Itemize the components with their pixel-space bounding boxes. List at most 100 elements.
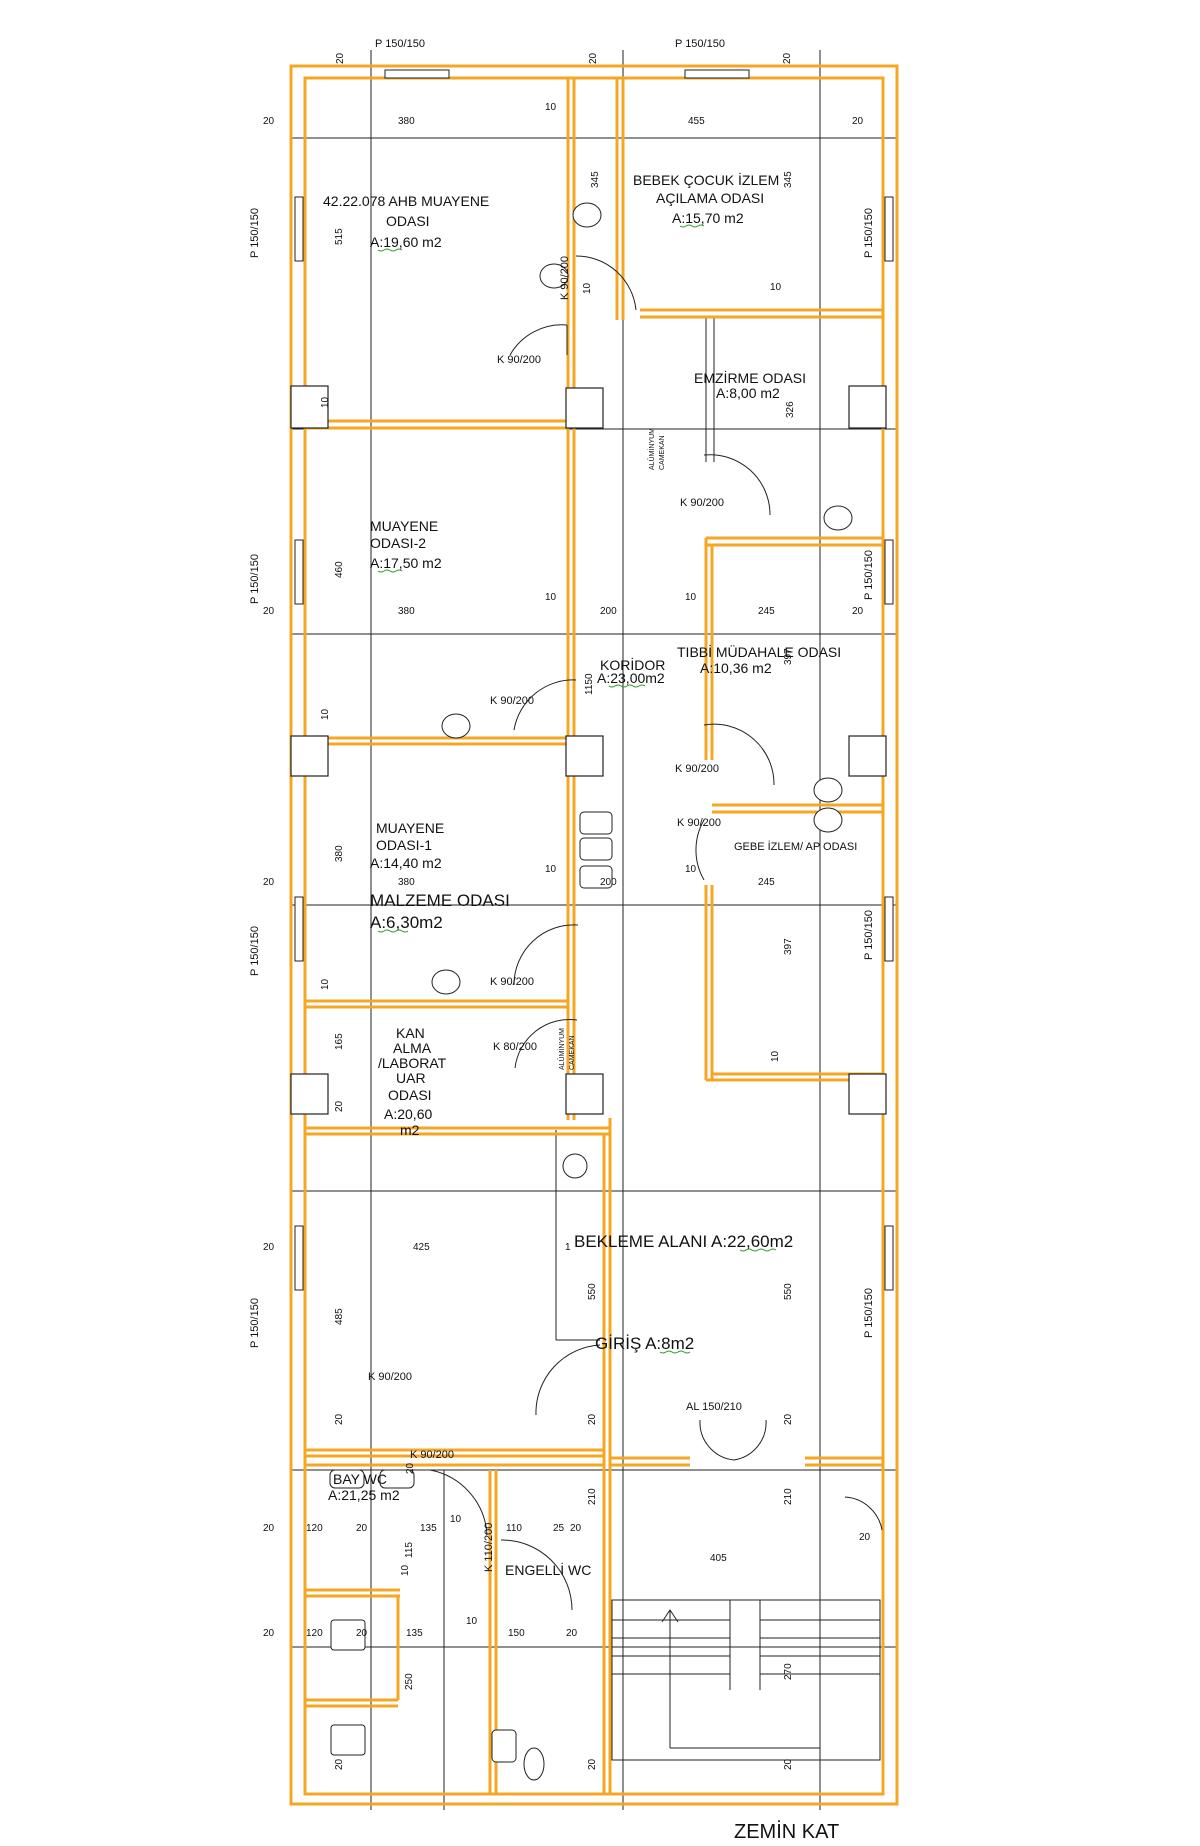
ahb-room-area: A:19,60 m2 bbox=[370, 234, 442, 250]
malzeme-room-name: MALZEME ODASI bbox=[370, 891, 510, 910]
dim-105: 20 bbox=[405, 1462, 416, 1474]
dim-165: 165 bbox=[334, 1033, 345, 1050]
dim-425: 425 bbox=[413, 1242, 430, 1253]
dim-210-b: 210 bbox=[783, 1488, 794, 1505]
room-labels: 42.22.078 AHB MUAYENE ODASI A:19,60 m2 B… bbox=[323, 171, 857, 1843]
ahb-room-name: 42.22.078 AHB MUAYENE bbox=[323, 193, 489, 209]
window-openings bbox=[294, 69, 894, 1291]
dim-10-c: 10 bbox=[770, 282, 782, 293]
dim-10-a: 10 bbox=[545, 102, 557, 113]
dim-20-q: 20 bbox=[859, 1532, 871, 1543]
dim-20-a: 20 bbox=[335, 52, 346, 64]
door-label-6: K 90/200 bbox=[677, 817, 721, 829]
tibbi-room-name: TIBBİ MÜDAHALE ODASI bbox=[677, 643, 841, 660]
dim-1: 1 bbox=[565, 1242, 571, 1253]
window-label-top-right: P 150/150 bbox=[675, 38, 725, 50]
giris-area-name: GİRİŞ A:8m2 bbox=[595, 1334, 694, 1353]
door-label-11: K 110/200 bbox=[483, 1523, 495, 1572]
dim-200-a: 200 bbox=[600, 606, 617, 617]
dim-20-t: 20 bbox=[566, 1628, 578, 1639]
muayene2-room-name: MUAYENE bbox=[370, 518, 438, 534]
window-label-left-2: P 150/150 bbox=[249, 554, 261, 604]
dim-20-s: 20 bbox=[356, 1628, 368, 1639]
dim-345-b: 345 bbox=[783, 171, 794, 188]
dim-245-b: 245 bbox=[758, 877, 775, 888]
dim-150: 150 bbox=[508, 1628, 525, 1639]
area-underlines bbox=[377, 224, 777, 1354]
bebek-room-name: BEBEK ÇOCUK İZLEM bbox=[633, 171, 779, 188]
gebe-room-name: GEBE İZLEM/ AP ODASI bbox=[734, 840, 857, 853]
baywc-room-area: A:21,25 m2 bbox=[328, 1487, 400, 1503]
dim-10-l: 10 bbox=[450, 1514, 462, 1525]
dim-10-n: 10 bbox=[466, 1616, 478, 1627]
kan-room-line4: UAR bbox=[396, 1070, 426, 1086]
dim-10-h: 10 bbox=[545, 864, 557, 875]
dim-10-d: 10 bbox=[320, 396, 331, 408]
muayene1-room-name: MUAYENE bbox=[376, 820, 444, 836]
dim-135-a: 135 bbox=[420, 1523, 437, 1534]
dim-10-m: 10 bbox=[400, 1564, 411, 1576]
door-label-9: K 90/200 bbox=[368, 1371, 412, 1383]
dim-10-g: 10 bbox=[320, 708, 331, 720]
dim-397-b: 397 bbox=[783, 938, 794, 955]
bebek-room-area: A:15,70 m2 bbox=[672, 210, 744, 226]
ahb-room-name-2: ODASI bbox=[386, 213, 430, 229]
emzirme-room-area: A:8,00 m2 bbox=[716, 385, 780, 401]
dim-20-b: 20 bbox=[588, 52, 599, 64]
door-label-8: K 80/200 bbox=[493, 1041, 537, 1053]
muayene2-room-area: A:17,50 m2 bbox=[370, 555, 442, 571]
dim-20-j: 20 bbox=[263, 1242, 275, 1253]
kan-room-line1: KAN bbox=[396, 1025, 425, 1041]
dim-10-k: 10 bbox=[770, 1050, 781, 1062]
muayene1-room-name-2: ODASI-1 bbox=[376, 837, 432, 853]
dim-200-b: 200 bbox=[600, 877, 617, 888]
dim-20-n: 20 bbox=[263, 1523, 275, 1534]
kan-room-line3: /LABORAT bbox=[378, 1055, 447, 1071]
dim-115: 115 bbox=[404, 1542, 415, 1558]
walls bbox=[289, 64, 899, 1806]
dim-10-j: 10 bbox=[320, 978, 331, 990]
dim-20-w: 20 bbox=[783, 1758, 794, 1770]
door-label-3: K 90/200 bbox=[680, 497, 724, 509]
dim-20-k: 20 bbox=[334, 1413, 345, 1425]
dim-20-m: 20 bbox=[783, 1413, 794, 1425]
kan-room-line5: ODASI bbox=[388, 1087, 432, 1103]
dim-1150: 1150 bbox=[584, 673, 595, 695]
door-label-5: K 90/200 bbox=[675, 763, 719, 775]
kan-room-line7: m2 bbox=[400, 1122, 420, 1138]
dim-20-e: 20 bbox=[852, 116, 864, 127]
dim-550-a: 550 bbox=[587, 1283, 598, 1300]
dim-380-a: 380 bbox=[398, 116, 415, 127]
window-label-left-3: P 150/150 bbox=[249, 926, 261, 976]
emzirme-room-name: EMZİRME ODASI bbox=[694, 369, 806, 386]
bebek-room-name-2: AÇILAMA ODASI bbox=[656, 190, 764, 206]
columns bbox=[290, 385, 887, 1115]
camekan-label-2: CAMEKAN bbox=[569, 1035, 576, 1070]
door-label-10: K 90/200 bbox=[410, 1449, 454, 1461]
dim-10-i: 10 bbox=[685, 864, 697, 875]
dim-460: 460 bbox=[334, 561, 345, 578]
dim-20-f: 20 bbox=[263, 606, 275, 617]
kan-room-line2: ALMA bbox=[393, 1040, 432, 1056]
door-label-7: K 90/200 bbox=[490, 976, 534, 988]
koridor-area: A:23,00m2 bbox=[597, 670, 665, 686]
dim-110: 110 bbox=[506, 1523, 522, 1534]
dim-20-l: 20 bbox=[587, 1413, 598, 1425]
dim-20-g: 20 bbox=[852, 606, 864, 617]
dim-380-b: 380 bbox=[398, 606, 415, 617]
dim-515: 515 bbox=[334, 228, 345, 245]
dim-270: 270 bbox=[783, 1663, 794, 1680]
floor-title: ZEMİN KAT bbox=[734, 1820, 839, 1843]
dim-326: 326 bbox=[785, 401, 796, 418]
door-labels: K 90/200 K 90/200 K 90/200 K 90/200 K 90… bbox=[368, 256, 742, 1572]
engelli-wc-name: ENGELLİ WC bbox=[505, 1561, 591, 1578]
dim-20-d: 20 bbox=[263, 116, 275, 127]
dim-10-f: 10 bbox=[685, 592, 697, 603]
dim-345-a: 345 bbox=[590, 171, 601, 188]
dim-485: 485 bbox=[334, 1308, 345, 1325]
dim-550-b: 550 bbox=[783, 1283, 794, 1300]
kan-room-line6: A:20,60 bbox=[384, 1106, 432, 1122]
camekan-label-1: CAMEKAN bbox=[659, 435, 666, 470]
dim-250: 250 bbox=[404, 1673, 415, 1690]
